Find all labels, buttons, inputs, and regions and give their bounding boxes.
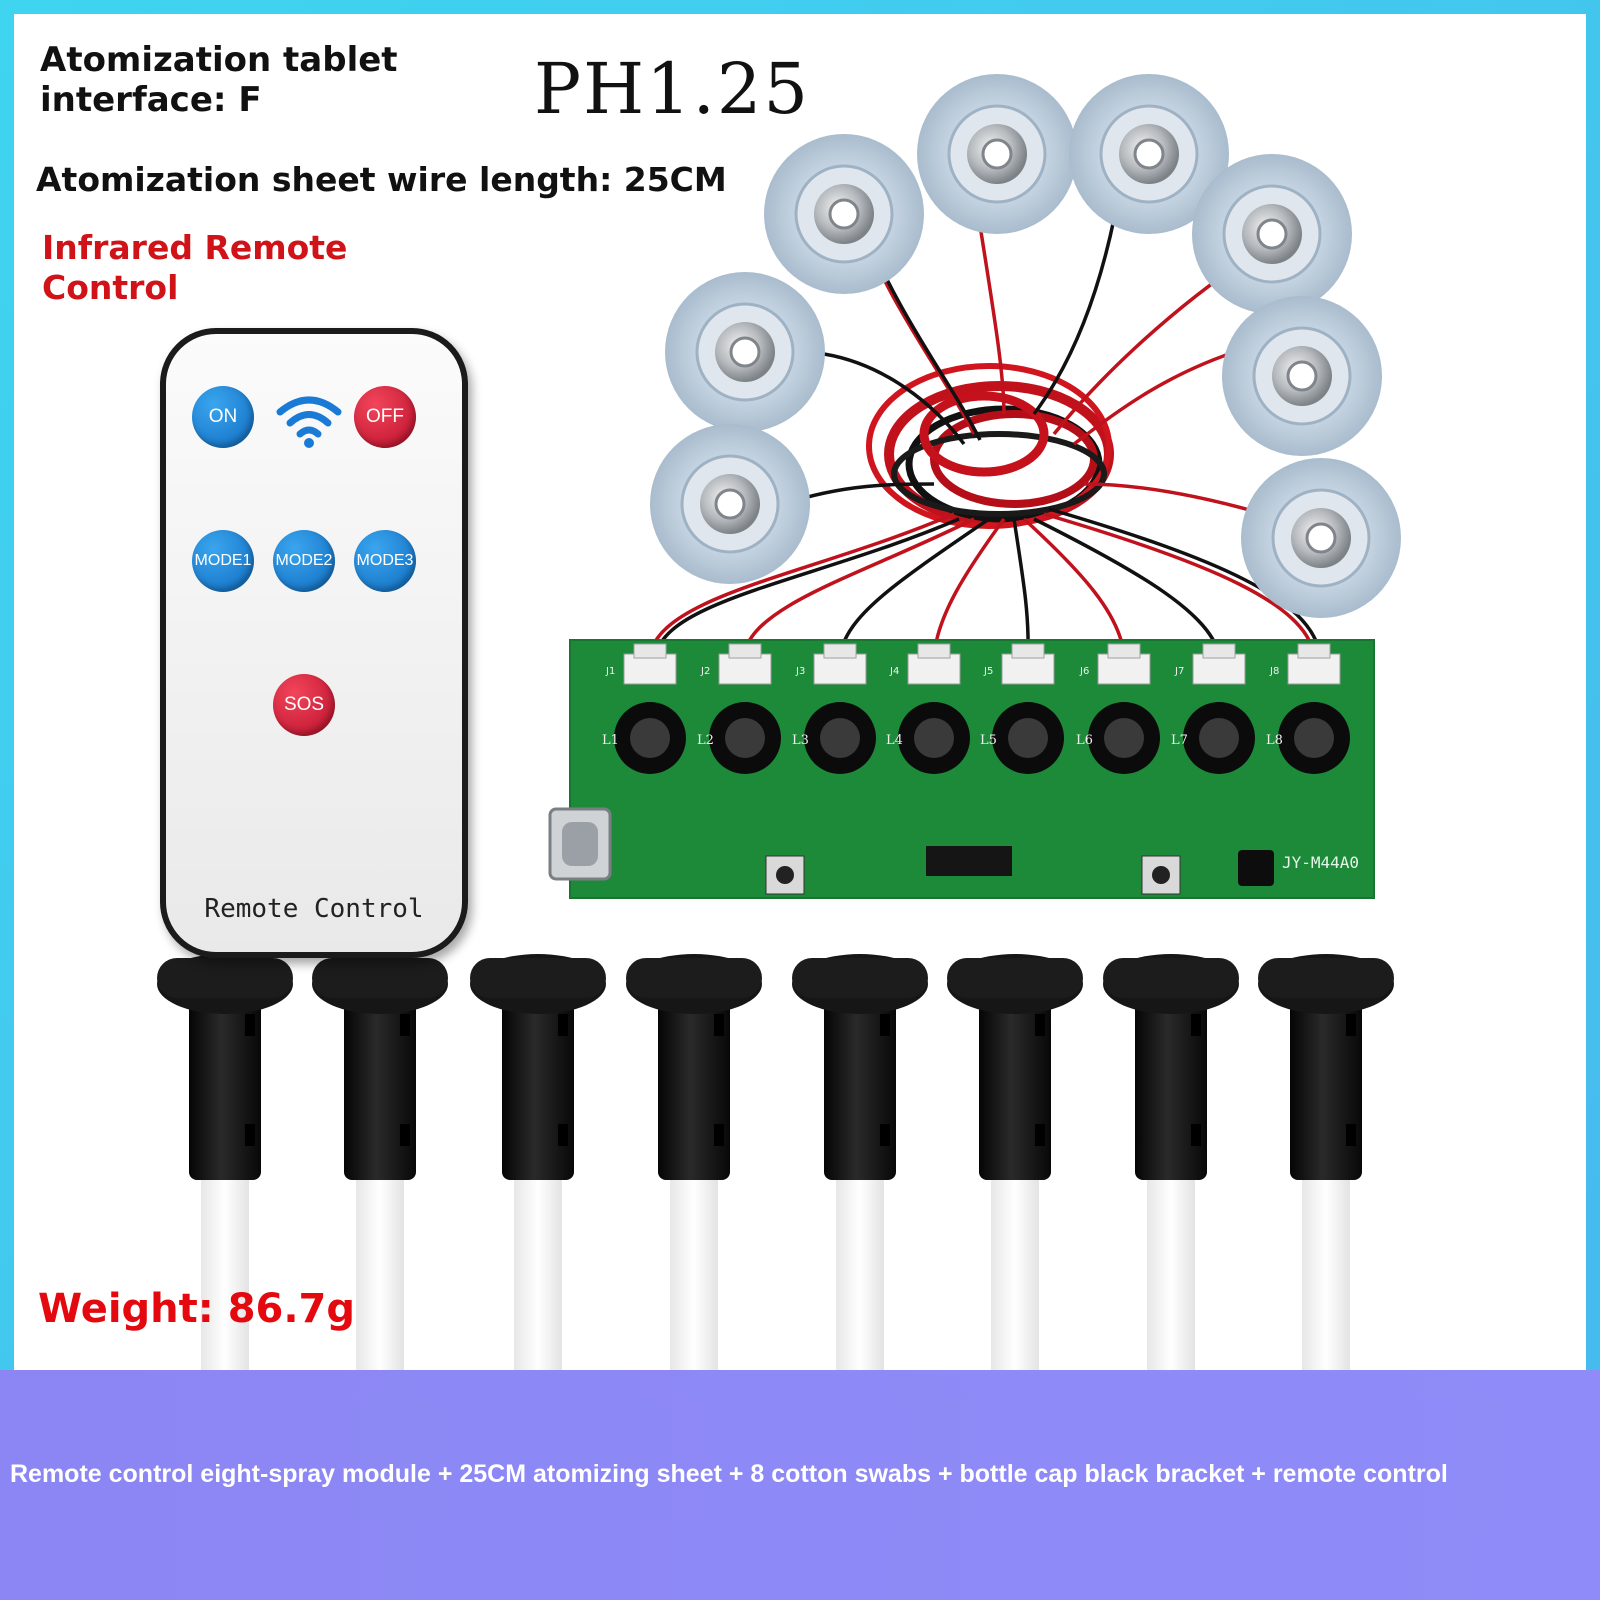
on-button[interactable]: ON xyxy=(192,386,254,448)
ir-receiver xyxy=(1238,850,1274,886)
atomizer-disc xyxy=(917,74,1077,234)
connector-j5: J5 xyxy=(983,643,1055,685)
atomizer-disc xyxy=(1069,74,1229,234)
ir-remote-label: Infrared Remote Control xyxy=(42,228,347,308)
inductor-l8: L8 xyxy=(1266,702,1350,774)
connector-j4: J4 xyxy=(889,643,961,685)
connector-label: J1 xyxy=(605,666,615,677)
product-image: J1 J2 J3 J4 J5 J6 J7 J8 L1 L2 L3 L4 L5 L6 L7 L8 JY-M44… xyxy=(14,14,1586,1370)
connector-label: J2 xyxy=(700,666,710,677)
connector-label: J5 xyxy=(983,666,993,677)
connector-j7: J7 xyxy=(1174,643,1246,685)
inductor-label: L1 xyxy=(602,733,619,748)
product-illustration: J1 J2 J3 J4 J5 J6 J7 J8 L1 L2 L3 L4 L5 L6 L7 L8 JY-M44… xyxy=(157,74,1401,1370)
ir-line2: Control xyxy=(42,268,179,307)
pcb-connectors: J1 J2 J3 J4 J5 J6 J7 J8 xyxy=(605,643,1341,685)
swab-holder xyxy=(1258,954,1394,1370)
connector-j8: J8 xyxy=(1269,643,1341,685)
atomizer-disc xyxy=(764,134,924,294)
wifi-icon xyxy=(276,396,342,448)
atomizer-disc xyxy=(1241,458,1401,618)
swab-holder xyxy=(1103,954,1239,1370)
swab-holder xyxy=(626,954,762,1370)
connector-j3: J3 xyxy=(795,643,867,685)
banner-text: Remote control eight-spray module + 25CM… xyxy=(10,1460,1448,1488)
remote-label: Remote Control xyxy=(204,894,424,924)
atomizer-disc xyxy=(665,272,825,432)
pcb-components: JY-M44A0 xyxy=(765,846,1359,895)
connector-j6: J6 xyxy=(1079,643,1151,685)
connector-label: J8 xyxy=(1269,666,1279,677)
inductor-l6: L6 xyxy=(1076,702,1160,774)
connector-j2: J2 xyxy=(700,643,772,685)
off-button[interactable]: OFF xyxy=(354,386,416,448)
wire-coil xyxy=(866,363,1114,529)
inductor-l3: L3 xyxy=(792,702,876,774)
interface-title: Atomization tablet interface: F xyxy=(40,40,398,120)
inductor-label: L4 xyxy=(886,733,903,748)
connector-label: J4 xyxy=(889,666,899,677)
pcb-inductors: L1 L2 L3 L4 L5 L6 L7 L8 xyxy=(602,702,1350,774)
connector-label: J6 xyxy=(1079,666,1089,677)
swab-holder xyxy=(947,954,1083,1370)
mode3-button[interactable]: MODE3 xyxy=(354,530,416,592)
ic-chip xyxy=(926,846,1012,876)
inductor-label: L8 xyxy=(1266,733,1283,748)
inductor-label: L7 xyxy=(1171,733,1188,748)
bottom-banner: Remote control eight-spray module + 25CM… xyxy=(0,1370,1600,1600)
remote-control: ON OFF MODE1 MODE2 MODE3 SOS Remote Cont… xyxy=(160,328,468,958)
weight-label: Weight: 86.7g xyxy=(38,1286,356,1332)
mode1-button[interactable]: MODE1 xyxy=(192,530,254,592)
sos-button[interactable]: SOS xyxy=(273,674,335,736)
swab-holder xyxy=(470,954,606,1370)
inductor-l5: L5 xyxy=(980,702,1064,774)
atomizer-disc xyxy=(650,424,810,584)
pcb-model-label: JY-M44A0 xyxy=(1282,853,1359,872)
interface-line1: Atomization tablet xyxy=(40,40,398,80)
atomizer-disc xyxy=(1222,296,1382,456)
swab-holders xyxy=(157,954,1394,1370)
connector-label: J3 xyxy=(795,666,805,677)
inductor-l4: L4 xyxy=(886,702,970,774)
inductor-l7: L7 xyxy=(1171,702,1255,774)
inductor-label: L3 xyxy=(792,733,809,748)
connector-label: J7 xyxy=(1174,666,1184,677)
inductor-label: L6 xyxy=(1076,733,1093,748)
inductor-label: L5 xyxy=(980,733,997,748)
ph-label: PH1.25 xyxy=(534,48,811,130)
connector-j1: J1 xyxy=(605,643,677,685)
swab-holder xyxy=(792,954,928,1370)
atomizer-discs xyxy=(650,74,1401,618)
interface-line2: interface: F xyxy=(40,80,262,120)
inductor-l1: L1 xyxy=(602,702,686,774)
atomizer-disc xyxy=(1192,154,1352,314)
swab-holder xyxy=(157,954,293,1370)
mode2-button[interactable]: MODE2 xyxy=(273,530,335,592)
inductor-l2: L2 xyxy=(697,702,781,774)
swab-holder xyxy=(312,954,448,1370)
ir-line1: Infrared Remote xyxy=(42,228,348,267)
inductor-label: L2 xyxy=(697,733,714,748)
wire-length-label: Atomization sheet wire length: 25CM xyxy=(36,160,727,199)
